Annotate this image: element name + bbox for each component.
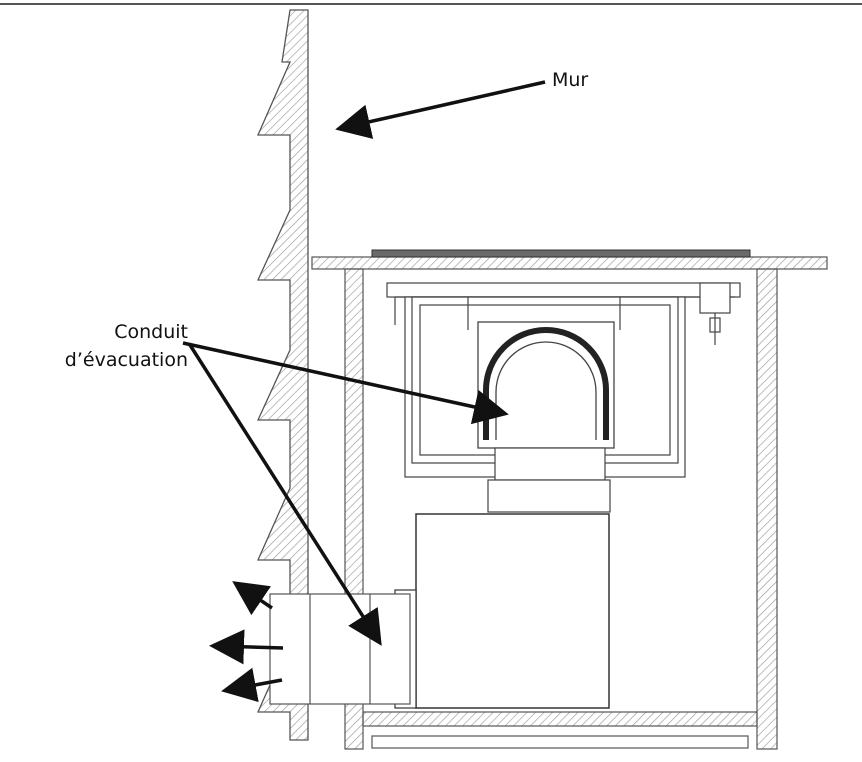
filter-box — [394, 513, 610, 709]
worktop — [311, 256, 828, 270]
hob — [371, 249, 751, 258]
exhaust-air-arrows — [209, 581, 284, 703]
wall-outline — [256, 9, 309, 741]
wall-callout-arrow — [335, 80, 546, 139]
hob-glass — [371, 249, 751, 258]
cabinet-plinth — [371, 735, 749, 749]
duct-callout-arrow-2 — [188, 344, 382, 646]
duct-callout-arrow-1 — [182, 341, 509, 425]
cabinet-bottom-shelf — [362, 711, 758, 727]
motor-collar — [487, 447, 611, 513]
callout-arrows — [182, 80, 546, 646]
exhaust-arrow-bottom — [221, 667, 283, 703]
exhaust-duct-label-line1: Conduit — [114, 321, 188, 343]
top-border-line — [0, 3, 862, 5]
wall — [256, 9, 309, 741]
exhaust-duct — [269, 593, 411, 705]
fan-housing — [477, 321, 615, 449]
exhaust-duct-label: Conduit d’évacuation — [65, 318, 188, 374]
exhaust-arrow-middle — [209, 629, 284, 665]
cabinet-right-panel — [756, 268, 778, 750]
exhaust-duct-label-line2: d’évacuation — [64, 349, 188, 371]
wall-label: Mur — [552, 69, 589, 91]
exhaust-arrow-top — [232, 581, 273, 616]
